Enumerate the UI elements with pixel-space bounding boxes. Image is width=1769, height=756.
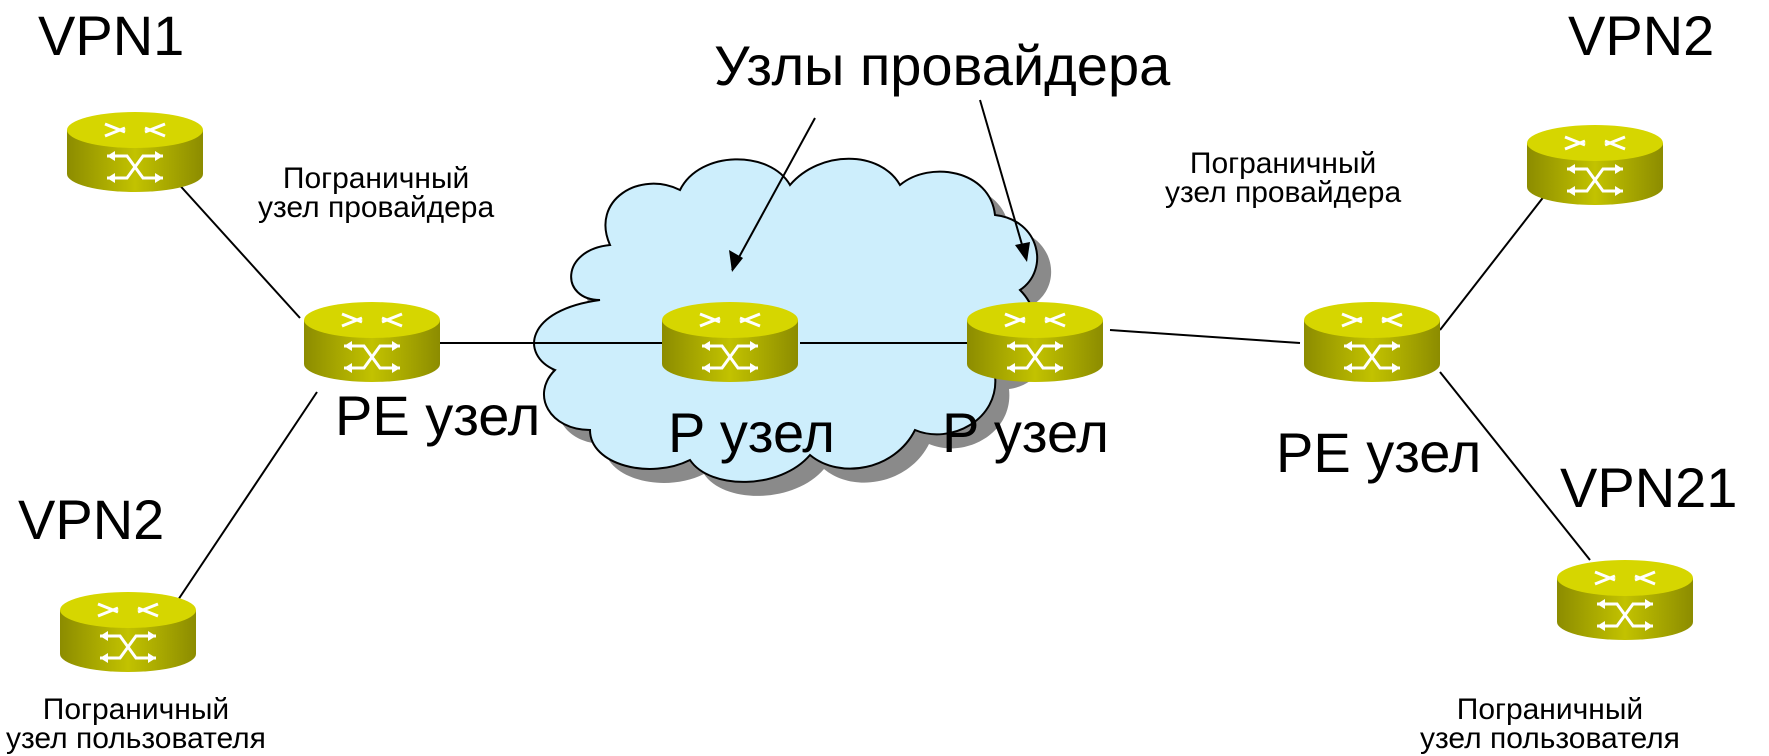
vpn-label-top-left: VPN1 (38, 4, 185, 67)
links (174, 179, 1591, 601)
caption-provider-edge-left: Пограничный узел провайдера (258, 162, 495, 224)
link-p-right-pe-right (1109, 329, 1301, 344)
vpn-label-bottom-right: VPN21 (1560, 456, 1738, 519)
vpn-label-top-right: VPN2 (1568, 4, 1715, 67)
node-label-p-left: P узел (668, 401, 835, 464)
router-icon-vpn21 (1555, 558, 1695, 642)
caption-customer-edge-left: Пограничный узел пользователя (6, 693, 266, 755)
router-icon-vpn2-left (58, 590, 198, 674)
router-icon-p-right (965, 300, 1105, 384)
link-pe-right-vpn2 (1439, 194, 1546, 331)
router-icon-vpn1 (65, 110, 205, 194)
link-vpn1-pe-left (174, 179, 301, 319)
router-icon-vpn2-right (1525, 123, 1665, 207)
arrow-head-right (1015, 242, 1030, 262)
node-label-pe-right: PE узел (1276, 421, 1482, 484)
caption-provider-edge-right: Пограничный узел провайдера (1165, 147, 1402, 209)
router-icon-pe-left (302, 300, 442, 384)
caption-customer-edge-right: Пограничный узел пользователя (1420, 693, 1680, 755)
arrow-head-left (729, 250, 743, 272)
title-arrows (731, 99, 1026, 271)
router-icon-p-left (660, 300, 800, 384)
link-pe-right-vpn21 (1439, 371, 1591, 561)
link-vpn2-pe-left (177, 391, 318, 601)
vpn-label-bottom-left: VPN2 (18, 488, 165, 551)
router-icon-pe-right (1302, 300, 1442, 384)
node-label-p-right: P узел (942, 401, 1109, 464)
node-label-pe-left: PE узел (335, 384, 541, 447)
diagram-title: Узлы провайдера (714, 34, 1171, 97)
